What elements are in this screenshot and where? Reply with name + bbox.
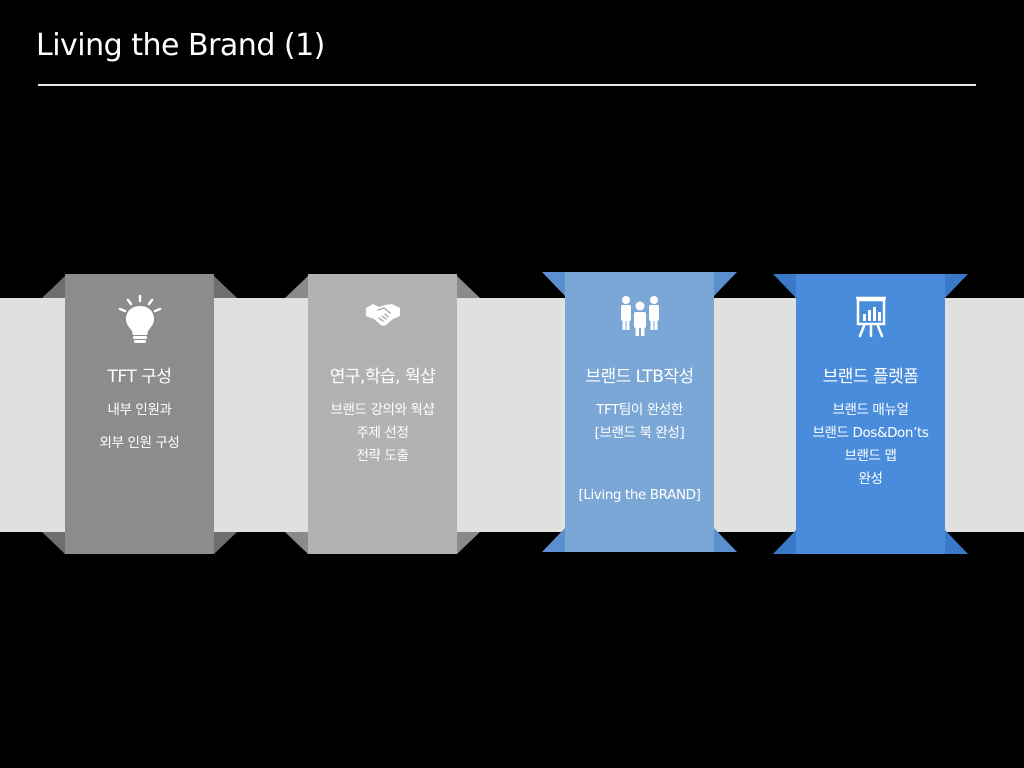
step-3-heading: 브랜드 LTB작성: [585, 367, 694, 387]
lightbulb-icon: [118, 294, 161, 343]
page-title: Living the Brand (1): [36, 28, 325, 63]
step-3-card: 브랜드 LTB작성 TFT팀이 완성한 [브랜드 북 완성] [Living t…: [565, 272, 714, 552]
step-2-line-1: 브랜드 강의와 웍샵: [330, 402, 435, 418]
step-2-flap-top-right: [457, 276, 480, 298]
step-4-flap-bottom-left: [773, 530, 796, 554]
step-3-flap-bottom-left: [542, 528, 565, 552]
step-1-line-2: 외부 인원 구성: [99, 435, 180, 451]
step-4-line-4: 완성: [858, 471, 883, 487]
step-4-line-3: 브랜드 맵: [844, 448, 897, 464]
step-4-flap-top-right: [945, 274, 968, 298]
title-divider: [38, 84, 976, 86]
step-2-flap-bottom-left: [285, 532, 308, 554]
step-1-flap-top-left: [42, 276, 65, 298]
team-icon: [620, 296, 659, 336]
step-3-flap-bottom-right: [714, 528, 737, 552]
step-2-heading: 연구,학습, 웍샵: [329, 367, 436, 387]
step-4-line-2: 브랜드 Dos&Don’ts: [812, 425, 929, 441]
step-2-line-3: 전략 도출: [356, 448, 409, 464]
step-1-flap-bottom-left: [42, 532, 65, 554]
step-3-line-2: [브랜드 북 완성]: [594, 425, 685, 441]
step-1-heading: TFT 구성: [107, 367, 172, 387]
presentation-chart-icon: [855, 296, 886, 338]
step-4-line-1: 브랜드 매뉴얼: [832, 402, 909, 418]
step-2-line-2: 주제 선정: [356, 425, 409, 441]
step-4-flap-top-left: [773, 274, 796, 298]
handshake-icon: [365, 304, 400, 326]
step-1-card: TFT 구성 내부 인원과 외부 인원 구성: [65, 274, 214, 554]
step-3-flap-top-right: [714, 272, 737, 296]
step-1-flap-bottom-right: [214, 532, 237, 554]
step-1-flap-top-right: [214, 276, 237, 298]
step-4-card: 브랜드 플렛폼 브랜드 매뉴얼 브랜드 Dos&Don’ts 브랜드 맵 완성: [796, 274, 945, 554]
step-2-flap-bottom-right: [457, 532, 480, 554]
step-4-heading: 브랜드 플렛폼: [822, 367, 919, 387]
step-2-card: 연구,학습, 웍샵 브랜드 강의와 웍샵 주제 선정 전략 도출: [308, 274, 457, 554]
step-3-flap-top-left: [542, 272, 565, 296]
step-1-line-1: 내부 인원과: [107, 402, 172, 418]
step-4-flap-bottom-right: [945, 530, 968, 554]
step-3-line-3: [Living the BRAND]: [578, 487, 701, 503]
step-2-flap-top-left: [285, 276, 308, 298]
step-3-line-1: TFT팀이 완성한: [596, 402, 683, 418]
